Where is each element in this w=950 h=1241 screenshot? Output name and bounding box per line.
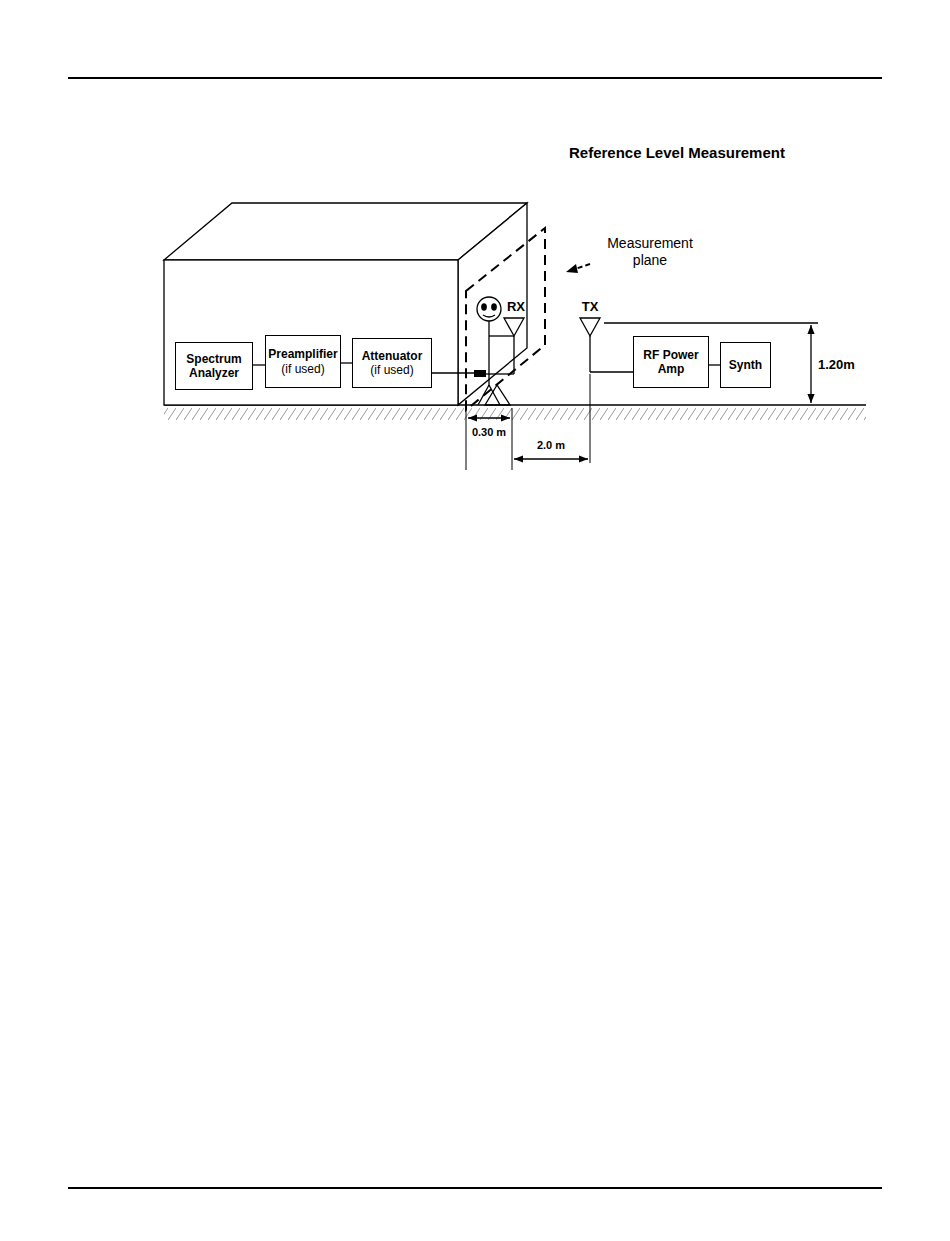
measurement-plane bbox=[466, 228, 545, 410]
tx-antenna bbox=[580, 318, 633, 372]
page-rule bbox=[68, 77, 882, 79]
ground-hatching bbox=[164, 406, 866, 420]
rx-antenna bbox=[486, 318, 524, 374]
equipment-box: RF Power Amp bbox=[633, 336, 709, 388]
equipment-box: Preamplifier(if used) bbox=[265, 335, 341, 388]
equipment-box: Attenuator(if used) bbox=[352, 338, 432, 388]
box-label: Spectrum Analyzer bbox=[179, 352, 249, 381]
antenna-label: TX bbox=[582, 299, 599, 315]
dimension-arrow bbox=[514, 458, 588, 459]
rx-cable bbox=[432, 372, 474, 373]
dimension-arrow bbox=[810, 325, 811, 403]
dimension-extension bbox=[466, 374, 590, 470]
equipment-box: Spectrum Analyzer bbox=[175, 342, 253, 390]
dimension-label: 2.0 m bbox=[537, 439, 565, 452]
box-label: Attenuator bbox=[362, 349, 423, 363]
plane-label: Measurement plane bbox=[595, 235, 705, 269]
dimension-label: 1.20m bbox=[818, 357, 855, 373]
box-note: (if used) bbox=[281, 362, 324, 376]
cable-connector bbox=[474, 370, 486, 377]
dimension-label: 0.30 m bbox=[472, 426, 506, 439]
equipment-box: Synth bbox=[720, 342, 771, 388]
diagram-title: Reference Level Measurement bbox=[569, 144, 785, 161]
leader-arrowhead bbox=[566, 264, 578, 273]
box-label: Synth bbox=[729, 358, 762, 372]
box-note: (if used) bbox=[370, 363, 413, 377]
page-rule bbox=[68, 1187, 882, 1189]
cable bbox=[341, 362, 352, 363]
box-label: Preamplifier bbox=[268, 347, 337, 361]
antenna-label: RX bbox=[507, 299, 525, 315]
shelter-box bbox=[164, 203, 527, 405]
cable bbox=[253, 364, 265, 365]
cable bbox=[709, 364, 720, 365]
box-label: RF Power Amp bbox=[637, 348, 705, 377]
dimension-arrow bbox=[468, 417, 510, 418]
dimension-extension bbox=[604, 322, 818, 323]
